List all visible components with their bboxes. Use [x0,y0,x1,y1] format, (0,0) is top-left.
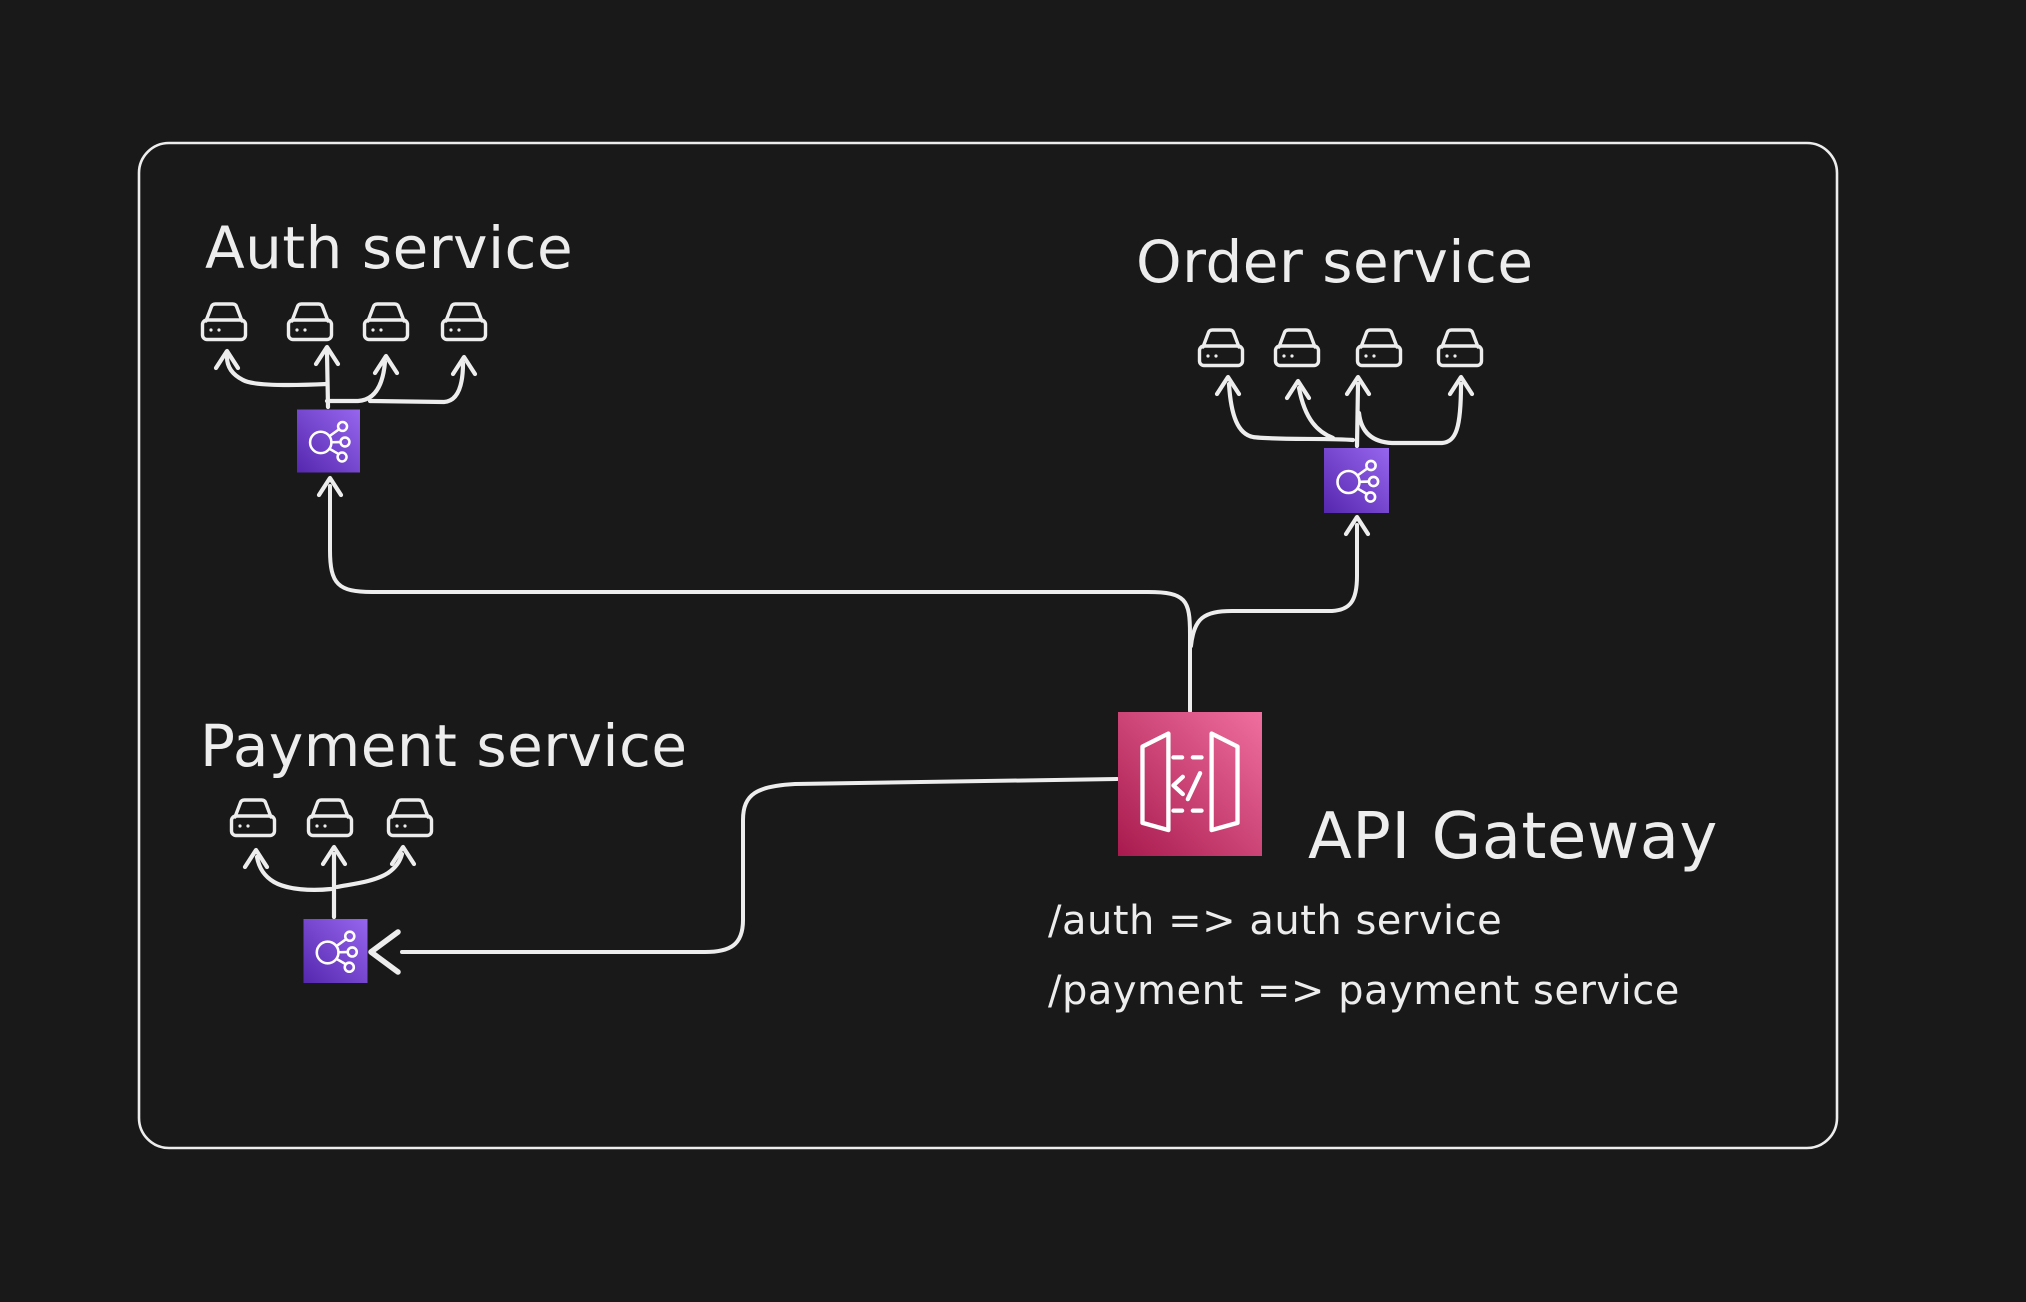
auth-server-icon [440,302,488,342]
payment-server-icon [306,798,354,838]
auth-branch-line [224,354,330,388]
order-service-title: Order service [1136,228,1534,296]
connector-arrowhead-icon-2 [368,929,401,975]
payment-arrowhead-icon [320,844,348,867]
diagram-border [137,141,1839,1150]
order-arrowhead-icon [1344,374,1372,397]
auth-arrowhead-icon [313,344,341,367]
order-server-icon [1436,328,1484,368]
auth-arrowhead-icon [450,354,478,377]
order-arrowhead-icon [1447,374,1475,397]
auth-server-icon [200,302,248,342]
order-arrowhead-icon [1284,378,1312,401]
payment-branch-line [254,854,334,892]
order-server-icon [1355,328,1403,368]
auth-server-icon [286,302,334,342]
auth-arrowhead-icon [213,348,241,371]
order-branch-line [1226,381,1356,443]
auth-branch-line [324,349,331,410]
order-arrowhead-icon [1214,374,1242,397]
connector-line-1 [1189,523,1359,648]
connector-arrowhead-icon-1 [1343,514,1371,537]
auth-branch-line [367,360,466,405]
order-server-icon [1273,328,1321,368]
payment-server-icon [386,798,434,838]
payment-service-title: Payment service [200,712,688,780]
auth-load-balancer-icon [297,409,360,473]
payment-server-icon [229,798,277,838]
auth-service-title: Auth service [205,214,573,282]
api-gateway-icon [1118,712,1262,856]
route-rule-0: /auth => auth service [1048,898,1502,944]
payment-load-balancer-icon [303,919,368,983]
order-branch-line [1356,381,1464,446]
order-branch-line [1296,385,1336,441]
auth-arrowhead-icon [372,353,400,376]
connector-line-2 [400,777,1119,954]
payment-arrowhead-icon [389,844,417,867]
route-rule-1: /payment => payment service [1048,968,1680,1014]
connector-line-0 [328,484,1192,713]
auth-server-icon [362,302,410,342]
payment-branch-line [334,851,405,890]
order-load-balancer-icon [1324,448,1389,513]
api-gateway-label: API Gateway [1308,800,1718,874]
order-server-icon [1197,328,1245,368]
auth-branch-line [324,359,388,404]
payment-arrowhead-icon [242,847,270,870]
connector-arrowhead-icon-0 [316,475,344,498]
